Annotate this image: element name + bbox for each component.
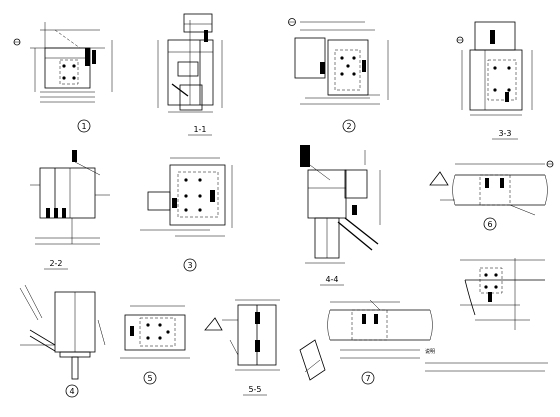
detail-5: 5 bbox=[120, 305, 190, 385]
detail-1: 1 bbox=[13, 22, 113, 133]
detail-2-label: 2 bbox=[346, 122, 351, 131]
detail-7-marker bbox=[361, 371, 375, 385]
detail-6-label: 6 bbox=[487, 220, 492, 229]
detail-5-label: 5 bbox=[147, 374, 152, 383]
detail-4-marker bbox=[65, 384, 79, 398]
detail-6: 6 bbox=[429, 160, 554, 231]
section-5-5: 5-5 bbox=[204, 299, 280, 396]
section-4-4: 4-4 bbox=[300, 145, 381, 286]
section-2-2: 2-2 bbox=[30, 150, 110, 270]
detail-right-lower bbox=[460, 258, 545, 330]
detail-7-label: 7 bbox=[365, 374, 370, 383]
notes-block: 说明 bbox=[425, 348, 548, 372]
detail-2-marker bbox=[342, 119, 356, 133]
detail-4-label: 4 bbox=[69, 387, 74, 396]
detail-4: 4 bbox=[19, 284, 106, 398]
section-2-2-label: 2-2 bbox=[49, 259, 62, 268]
detail-6-marker bbox=[483, 217, 497, 231]
section-1-1: 1-1 bbox=[157, 13, 223, 136]
section-3-3-label: 3-3 bbox=[498, 129, 511, 138]
detail-1-label: 1 bbox=[81, 122, 86, 131]
detail-5-marker bbox=[143, 371, 157, 385]
section-4-4-label: 4-4 bbox=[325, 275, 338, 284]
section-5-5-label: 5-5 bbox=[248, 385, 261, 394]
section-3-3: 3-3 bbox=[456, 21, 533, 140]
detail-3: 3 bbox=[140, 157, 233, 272]
section-1-1-label: 1-1 bbox=[193, 125, 206, 134]
notes-heading: 说明 bbox=[425, 348, 435, 355]
detail-3-label: 3 bbox=[187, 261, 192, 270]
detail-3-marker bbox=[183, 258, 197, 272]
detail-7: 7 bbox=[299, 299, 433, 385]
detail-2: 2 bbox=[288, 18, 389, 133]
detail-1-marker bbox=[77, 119, 91, 133]
